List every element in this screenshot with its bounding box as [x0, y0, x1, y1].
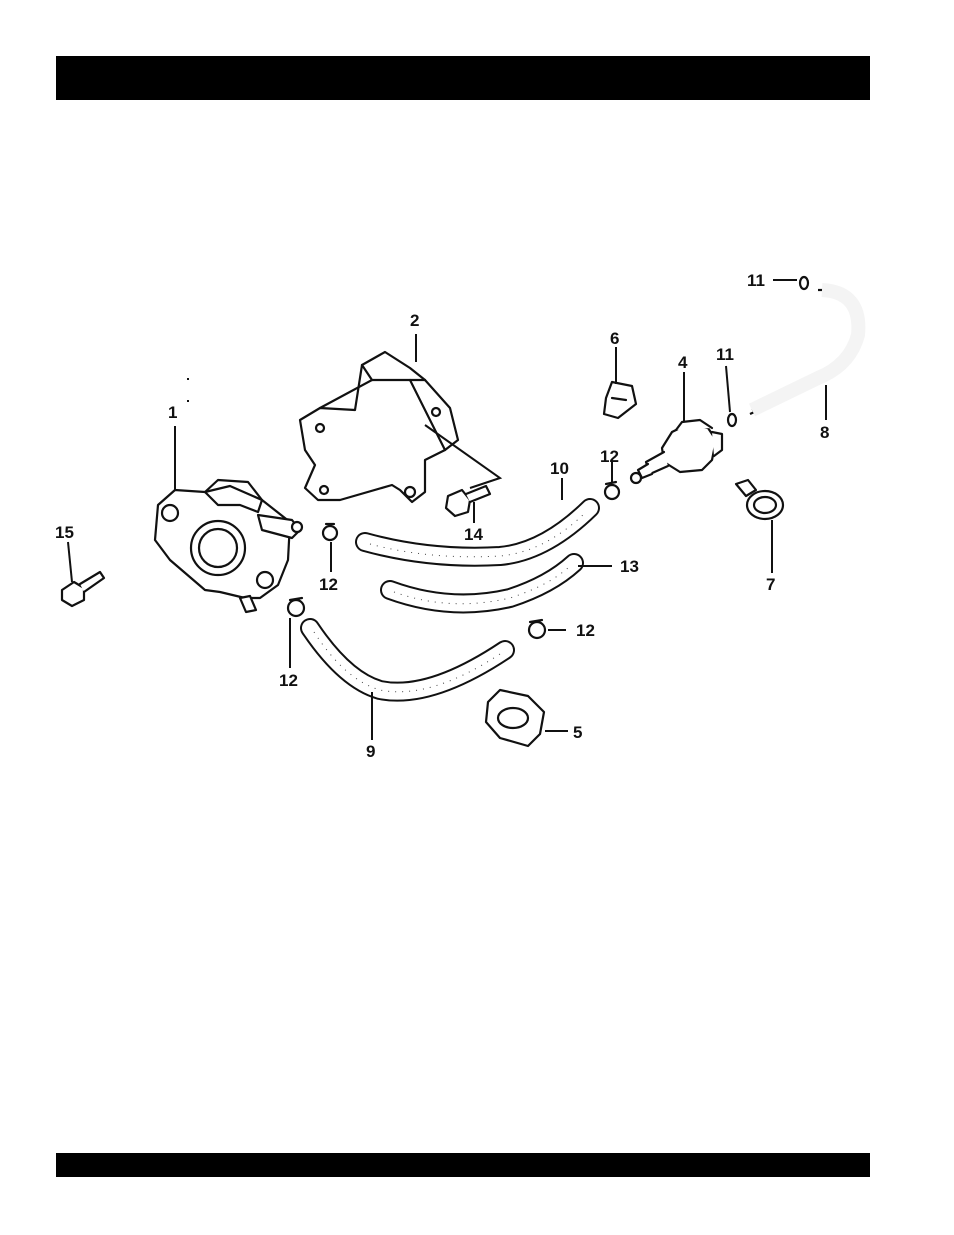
part-8-hose	[750, 290, 862, 414]
callout-6: 6	[610, 329, 619, 348]
callout-11-mid: 11	[716, 345, 734, 364]
callout-14: 14	[464, 525, 483, 544]
part-2-bracket	[300, 352, 500, 502]
callout-8: 8	[820, 423, 829, 442]
part-6-clip	[604, 382, 636, 418]
part-12-clamp-c	[605, 482, 619, 499]
part-13-hose	[390, 563, 574, 604]
part-11-clip-a	[800, 277, 808, 289]
part-14-bolt	[446, 486, 490, 516]
callout-10: 10	[550, 459, 569, 478]
part-4-fuel-pump	[631, 420, 722, 483]
callout-5: 5	[573, 723, 582, 742]
callout-2: 2	[410, 311, 419, 330]
callout-15: 15	[55, 523, 74, 542]
part-5-grommet	[486, 690, 544, 746]
callout-12-b: 12	[279, 671, 298, 690]
part-12-clamp-b	[288, 598, 304, 616]
callout-12-a: 12	[319, 575, 338, 594]
callout-12-c: 12	[600, 447, 619, 466]
callout-1: 1	[168, 403, 177, 422]
callout-12-d: 12	[576, 621, 595, 640]
part-9-hose	[310, 628, 505, 692]
callout-4: 4	[678, 353, 688, 372]
callout-7: 7	[766, 575, 775, 594]
part-12-clamp-a	[323, 524, 337, 540]
part-15-bolt	[62, 572, 104, 606]
part-11-clip-b	[728, 414, 736, 426]
callout-11-top: 11	[747, 271, 765, 290]
part-12-clamp-d	[529, 620, 545, 638]
part-7-hose-clamp	[736, 480, 783, 519]
callout-13: 13	[620, 557, 639, 576]
callout-9: 9	[366, 742, 375, 761]
